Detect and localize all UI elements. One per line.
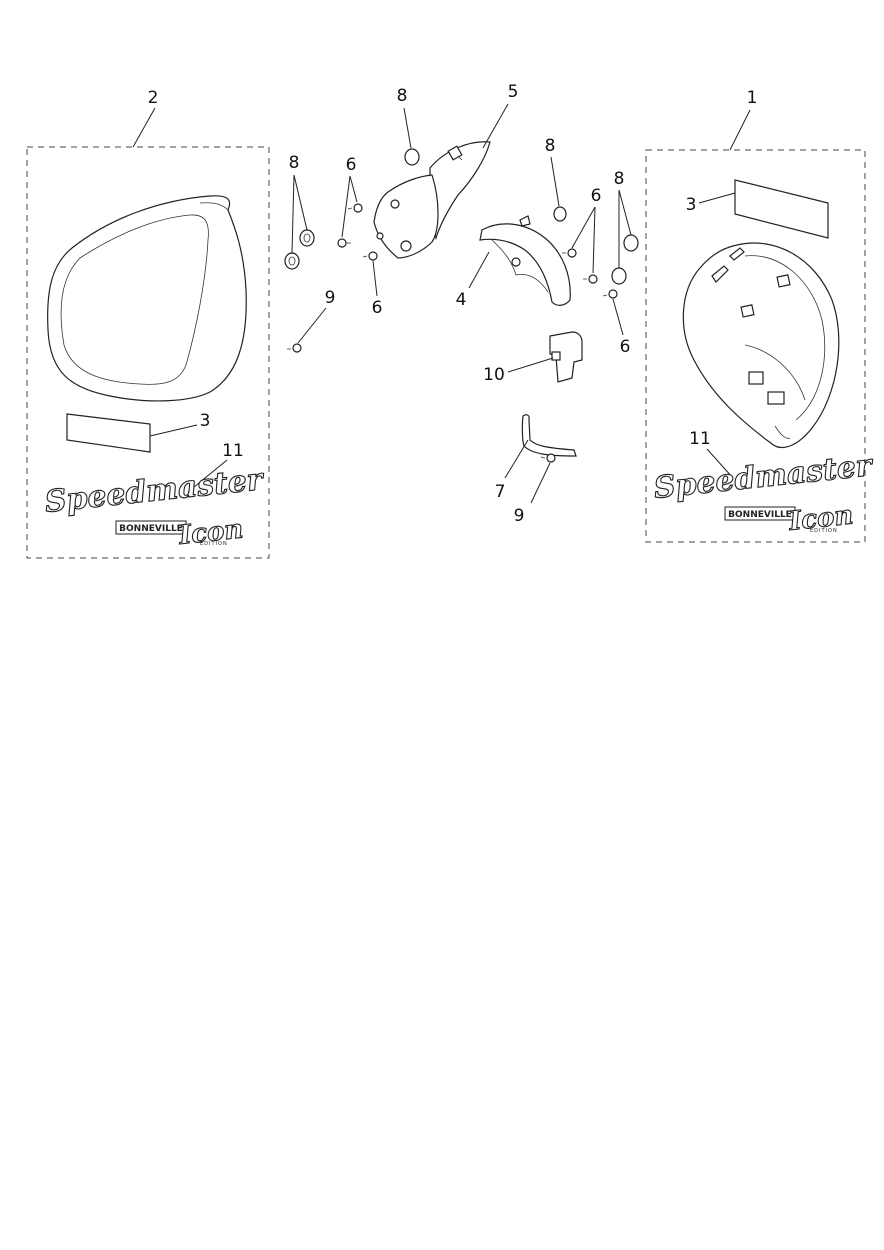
assembly-box-left bbox=[26, 146, 270, 559]
svg-text:EDITION: EDITION bbox=[200, 541, 228, 547]
leader-lines bbox=[132, 103, 751, 504]
callout-6-upper-right: 6 bbox=[591, 186, 602, 206]
callout-3-left: 3 bbox=[200, 411, 211, 431]
side-panel-left bbox=[47, 195, 247, 402]
callout-6-lower-left: 6 bbox=[372, 298, 383, 318]
curved-cover-part-4 bbox=[479, 215, 571, 306]
svg-text:Speedmaster: Speedmaster bbox=[43, 462, 266, 520]
bracket-housing bbox=[373, 174, 439, 259]
screw-6e bbox=[583, 274, 598, 284]
svg-text:EDITION: EDITION bbox=[810, 528, 838, 534]
screw-6f bbox=[602, 289, 618, 299]
screw-6b bbox=[337, 238, 351, 248]
svg-text:BONNEVILLE: BONNEVILLE bbox=[728, 510, 792, 520]
grommet-8c bbox=[404, 148, 420, 166]
screw-6a bbox=[347, 203, 363, 213]
callout-5: 5 bbox=[508, 82, 519, 102]
speedmaster-logo-left: Speedmaster BONNEVILLE Icon EDITION bbox=[43, 462, 267, 552]
top-cover-part-5 bbox=[429, 141, 491, 241]
assembly-box-right bbox=[645, 149, 866, 543]
callout-8-left: 8 bbox=[289, 153, 300, 173]
decal-left bbox=[66, 413, 151, 453]
screw-9b bbox=[540, 453, 556, 463]
grommet-8f bbox=[611, 267, 627, 285]
grommet-8a bbox=[299, 229, 315, 247]
callout-1: 1 bbox=[747, 88, 758, 108]
svg-text:Icon: Icon bbox=[787, 500, 855, 537]
speedmaster-logo-right: Speedmaster BONNEVILLE Icon EDITION bbox=[652, 448, 876, 538]
grommet-8d bbox=[553, 206, 567, 222]
callout-8-top: 8 bbox=[397, 86, 408, 106]
rod-part-7 bbox=[521, 414, 577, 457]
callout-8-mid: 8 bbox=[545, 136, 556, 156]
callout-9-bottom: 9 bbox=[514, 506, 525, 526]
callout-6-upper-left: 6 bbox=[346, 155, 357, 175]
grommet-8b bbox=[284, 252, 300, 270]
callout-10: 10 bbox=[483, 365, 505, 385]
svg-text:Speedmaster: Speedmaster bbox=[652, 448, 875, 506]
clip-part-10 bbox=[549, 331, 583, 383]
callout-4: 4 bbox=[456, 290, 467, 310]
callout-3-right: 3 bbox=[686, 195, 697, 215]
screw-9a bbox=[287, 343, 302, 353]
grommet-8e bbox=[623, 234, 639, 252]
callout-7: 7 bbox=[495, 482, 506, 502]
svg-text:Icon: Icon bbox=[177, 514, 245, 551]
callout-8-right: 8 bbox=[614, 169, 625, 189]
callout-11-left: 11 bbox=[222, 441, 244, 461]
svg-text:BONNEVILLE: BONNEVILLE bbox=[119, 524, 183, 534]
callout-9-left: 9 bbox=[325, 288, 336, 308]
callout-11-right: 11 bbox=[689, 429, 711, 449]
callout-6-lower-right: 6 bbox=[620, 337, 631, 357]
callout-2: 2 bbox=[148, 88, 159, 108]
side-panel-right bbox=[682, 242, 840, 449]
screw-6c bbox=[362, 251, 378, 261]
screw-6d bbox=[562, 248, 577, 258]
decal-right bbox=[734, 179, 829, 239]
